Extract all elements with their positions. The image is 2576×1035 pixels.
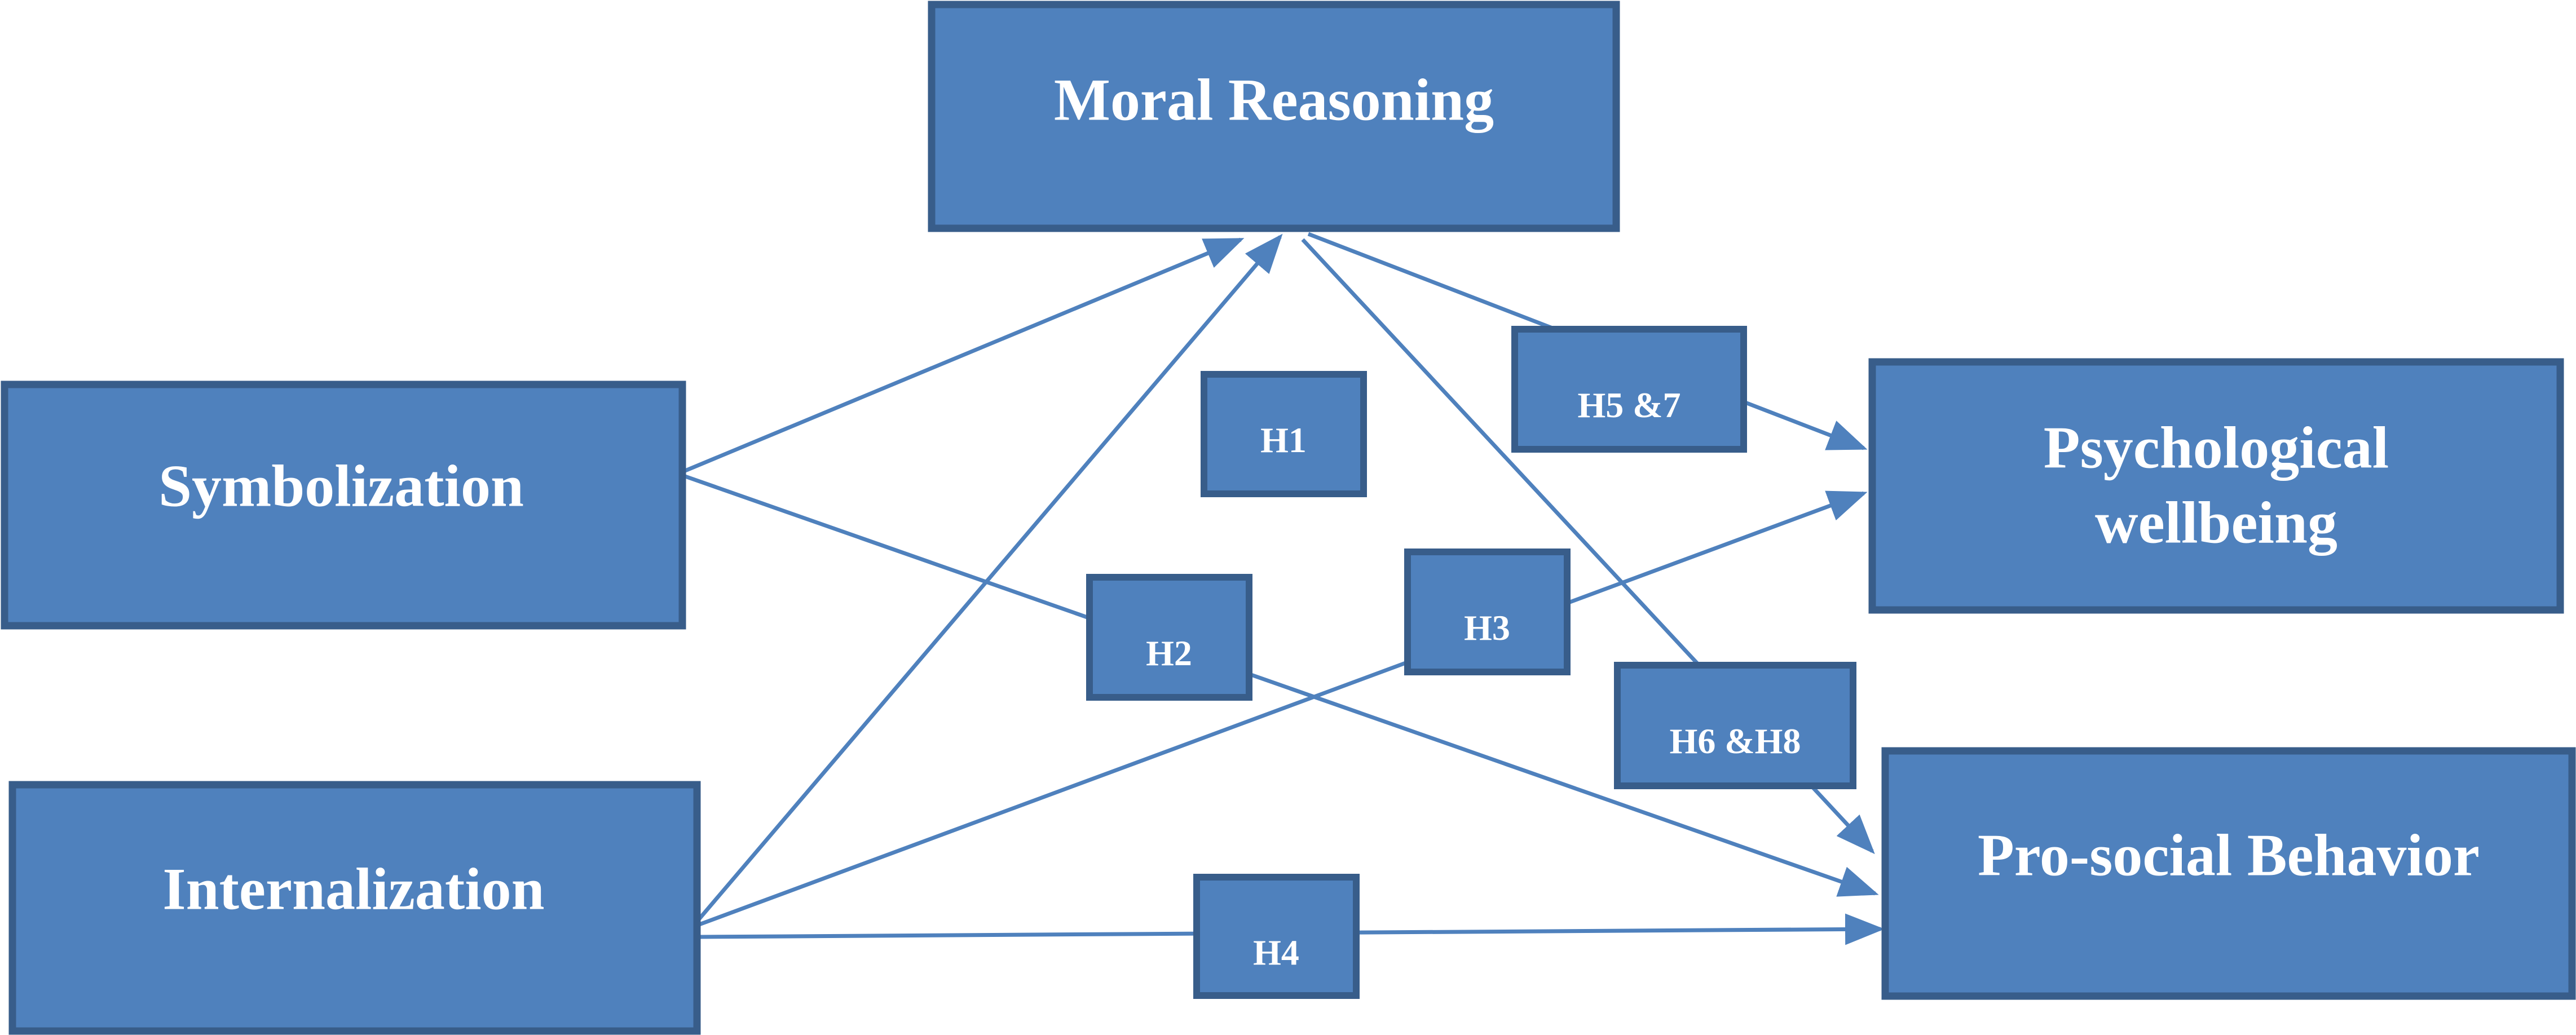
node-moral-reasoning-label: Moral Reasoning [1054,67,1494,132]
hypothesis-h1-label: H1 [1260,420,1307,460]
node-prosocial-behavior: Pro-social Behavior [1881,747,2576,1000]
edge-symbolization-to-prosocial [684,474,1879,897]
node-symbolization-label: Symbolization [158,453,524,519]
hypothesis-h6-8: H6 &H8 [1614,662,1856,789]
node-symbolization: Symbolization [1,381,686,630]
hypothesis-h1: H1 [1201,371,1367,497]
node-internalization-label: Internalization [162,856,544,922]
node-psychological-wellbeing-line2: wellbeing [2095,489,2337,555]
hypothesis-h2-label: H2 [1146,633,1192,673]
hypothesis-h5-7: H5 &7 [1511,326,1747,453]
edge-symbolization-to-moral-reasoning [684,237,1245,473]
hypothesis-h6-8-label: H6 &H8 [1670,721,1801,761]
hypothesis-h4-label: H4 [1253,932,1299,972]
node-psychological-wellbeing: Psychological wellbeing [1868,358,2564,614]
hypothesis-h5-7-label: H5 &7 [1577,385,1680,425]
node-moral-reasoning: Moral Reasoning [928,1,1620,232]
edge-internalization-to-moral-reasoning [698,233,1283,921]
hypothesis-h4: H4 [1193,874,1360,999]
node-prosocial-behavior-label: Pro-social Behavior [1978,822,2480,888]
hypothesis-h3: H3 [1404,549,1571,675]
hypothesis-h3-label: H3 [1464,608,1510,648]
hypothesis-h2: H2 [1086,574,1252,701]
node-internalization: Internalization [8,781,701,1035]
edge-internalization-to-psych-wellbeing [698,490,1868,927]
node-psychological-wellbeing-line1: Psychological [2044,414,2389,480]
